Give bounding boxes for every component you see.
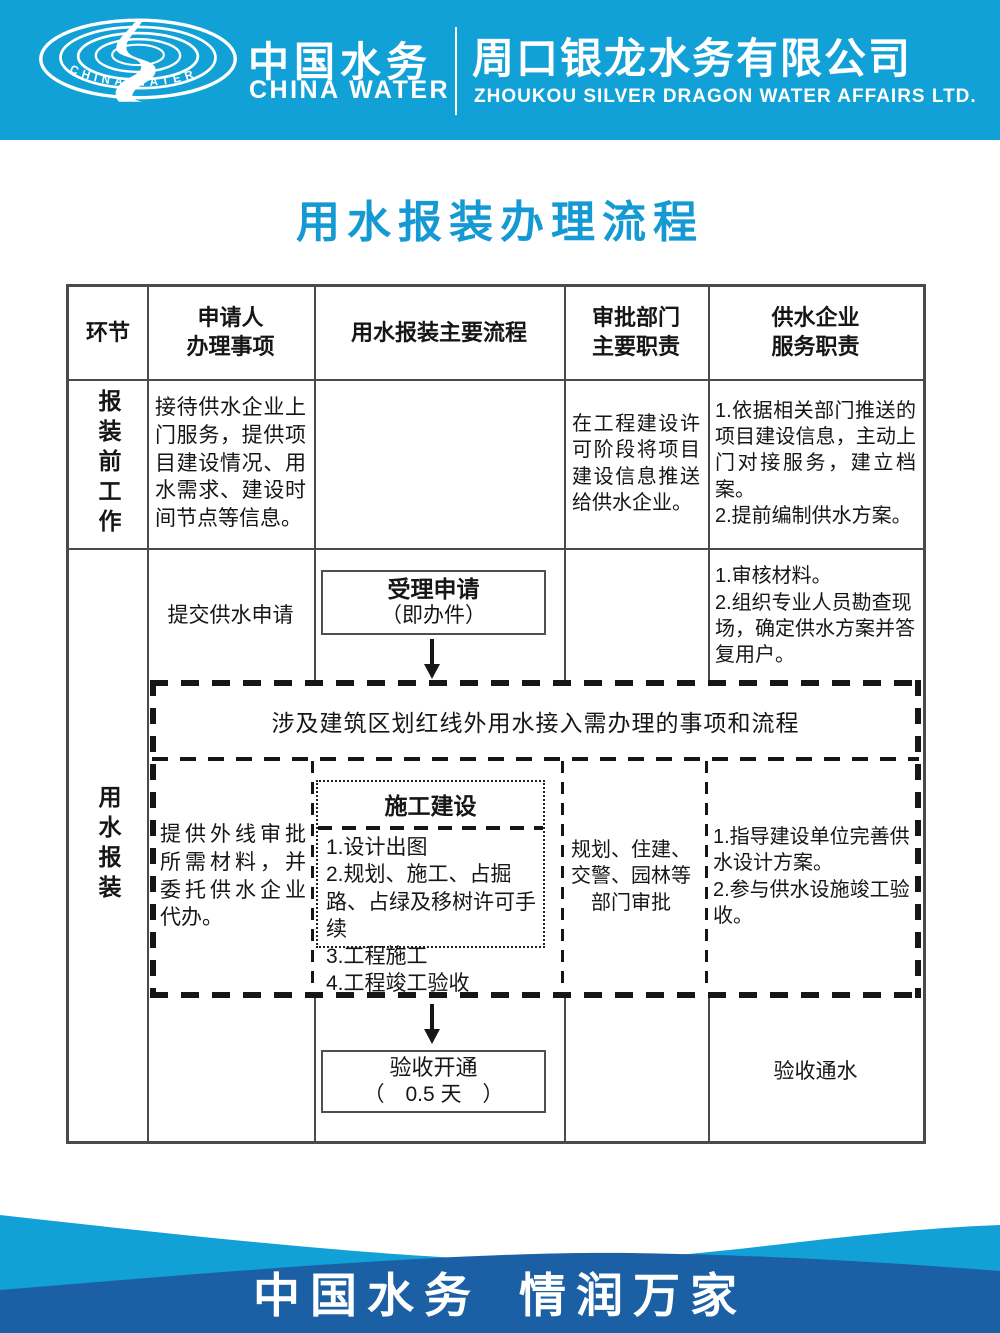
accept-box-title: 受理申请 [387, 575, 480, 602]
grid-line [314, 287, 316, 680]
construction-item: 4.工程竣工验收 [326, 972, 470, 996]
col-header-supplier-line2: 服务职责 [771, 334, 860, 359]
dashed-border [915, 680, 921, 998]
construction-title-underline [318, 826, 543, 830]
footer-slogan-left: 中国水务 [253, 1271, 481, 1323]
redline-approval-text: 规划、住建、交警、园林等部门审批 [571, 838, 691, 914]
step-accept-supplier-item: 1.审核材料。 [715, 565, 832, 588]
logo-name-en: CHINA WATER [249, 76, 451, 104]
arrow-down-icon [424, 1004, 440, 1044]
header-band: CHINA WATER 中国水务 CHINA WATER 周口银龙水务有限公司 … [0, 0, 1000, 140]
row-apply-label-cell: 用水报装 [69, 548, 147, 1141]
col-header-approval-line2: 主要职责 [591, 334, 680, 359]
col-header-applicant: 申请人办理事项 [147, 287, 314, 379]
redline-section-title: 涉及建筑区划红线外用水接入需办理的事项和流程 [271, 710, 800, 736]
col-header-process: 用水报装主要流程 [350, 319, 527, 345]
accept-box-note: （即办件） [381, 604, 486, 628]
col-header-supplier-line1: 供水企业 [771, 305, 860, 331]
col-header-approval: 审批部门主要职责 [564, 287, 708, 379]
col-header-applicant-line1: 申请人 [197, 305, 264, 331]
redline-supplier-item: 1.指导建设单位完善供水设计方案。 [713, 825, 910, 875]
accept-application-box: 受理申请 （即办件） [321, 570, 546, 635]
dashed-column-line [705, 761, 708, 992]
dashed-border [150, 992, 921, 998]
grid-line [708, 287, 710, 680]
flow-table: 环节 申请人办理事项 用水报装主要流程 审批部门主要职责 供水企业服务职责 报装… [66, 284, 926, 1144]
row-pre-applicant-text: 接待供水企业上门服务，提供项目建设情况、用水需求、建设时间节点等信息。 [155, 396, 306, 531]
opening-box-note: （ 0.5 天 ） [363, 1082, 504, 1106]
acceptance-opening-box: 验收开通 （ 0.5 天 ） [321, 1050, 546, 1113]
row-pre-applicant-cell: 接待供水企业上门服务，提供项目建设情况、用水需求、建设时间节点等信息。 [147, 379, 314, 548]
arrow-down-icon [424, 639, 440, 679]
grid-line [147, 287, 149, 1141]
china-water-logo-icon: CHINA WATER [39, 18, 237, 102]
row-pre-supplier-item: 2.提前编制供水方案。 [715, 505, 912, 528]
row-pre-supplier-cell: 1.依据相关部门推送的项目建设信息，主动上门对接服务，建立档案。 2.提前编制供… [708, 379, 923, 548]
dark-wave-shape [0, 1252, 1000, 1333]
construction-item: 1.设计出图 [326, 836, 428, 859]
logo-name-cn: 中国水务 [248, 39, 432, 85]
footer-slogan: 中国水务情润万家 [0, 1257, 1000, 1326]
grid-line [314, 998, 316, 1141]
construction-item: 3.工程施工 [326, 945, 428, 969]
col-header-stage: 环节 [85, 319, 130, 345]
grid-line [69, 379, 923, 381]
company-name-cn: 周口银龙水务有限公司 [472, 35, 913, 82]
footer-waves [0, 1215, 1000, 1333]
grid-line [69, 548, 923, 550]
dashed-border [150, 680, 921, 686]
redline-approval-cell: 规划、住建、交警、园林等部门审批 [565, 761, 697, 992]
row-pre-label-cell: 报装前工作 [69, 379, 147, 548]
redline-applicant-text: 提供外线审批所需材料，并委托供水企业代办。 [160, 823, 306, 930]
dashed-column-line [311, 761, 314, 992]
row-pre-approval-text: 在工程建设许可阶段将项目建设信息推送给供水企业。 [572, 412, 700, 514]
construction-box-title: 施工建设 [384, 793, 477, 819]
row-pre-supplier-item: 1.依据相关部门推送的项目建设信息，主动上门对接服务，建立档案。 [715, 399, 916, 501]
dashed-border [150, 680, 156, 998]
header-divider [455, 27, 457, 115]
company-name-en: ZHOUKOU SILVER DRAGON WATER AFFAIRS LTD. [474, 86, 977, 107]
dashed-divider [152, 757, 919, 761]
grid-line [708, 998, 710, 1141]
page-title: 用水报装办理流程 [296, 198, 704, 247]
redline-section: 涉及建筑区划红线外用水接入需办理的事项和流程 提供外线审批所需材料，并委托供水企… [150, 680, 921, 998]
row-apply-label: 用水报装 [95, 784, 121, 905]
dashed-column-line [561, 761, 564, 992]
construction-item: 2.规划、施工、占掘路、占绿及移树许可手续 [326, 863, 536, 941]
step-accept-applicant: 提交供水申请 [167, 604, 294, 627]
col-header-supplier: 供水企业服务职责 [708, 287, 923, 379]
row-pre-approval-cell: 在工程建设许可阶段将项目建设信息推送给供水企业。 [564, 379, 708, 548]
grid-line [564, 998, 566, 1141]
opening-box-title: 验收开通 [389, 1055, 478, 1081]
footer-slogan-right: 情润万家 [519, 1271, 747, 1323]
col-header-applicant-line2: 办理事项 [186, 334, 275, 359]
step-accept-supplier-item: 2.组织专业人员勘查现场，确定供水方案并答复用户。 [715, 591, 915, 667]
grid-line [564, 287, 566, 680]
redline-supplier-item: 2.参与供水设施竣工验收。 [713, 878, 910, 927]
step-accept-supplier-cell: 1.审核材料。 2.组织专业人员勘查现场，确定供水方案并答复用户。 [708, 552, 923, 680]
redline-applicant-cell: 提供外线审批所需材料，并委托供水企业代办。 [158, 761, 308, 992]
redline-supplier-cell: 1.指导建设单位完善供水设计方案。 2.参与供水设施竣工验收。 [713, 761, 911, 992]
step-open-supplier: 验收通水 [773, 1059, 858, 1083]
col-header-approval-line1: 审批部门 [591, 305, 680, 331]
row-pre-label: 报装前工作 [95, 388, 121, 539]
construction-box: 施工建设 1.设计出图 2.规划、施工、占掘路、占绿及移树许可手续 3.工程施工… [316, 780, 545, 995]
